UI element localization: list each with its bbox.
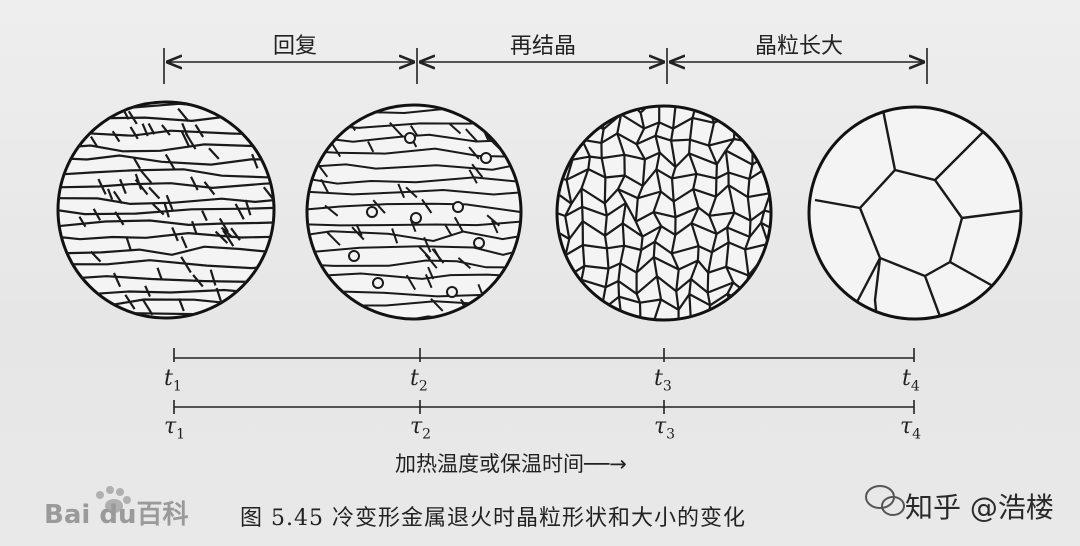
grain-circle-deformed: [56, 100, 276, 320]
t-tick-4: t4: [902, 366, 920, 395]
tau-tick-1: τ1: [164, 414, 186, 443]
tau-tick-4: τ4: [900, 414, 922, 443]
time-axis-t: [173, 348, 915, 362]
wechat-logo-icon: [865, 485, 905, 516]
paw-logo-icon: [96, 486, 131, 513]
t-tick-1: t1: [164, 366, 182, 395]
grain-circle-recovery: [305, 103, 523, 321]
stage-label-recovery: 回复: [272, 34, 317, 59]
zhihu-watermark: 知乎 @浩楼: [905, 491, 1054, 524]
stage-label-recrystallization: 再结晶: [509, 34, 576, 59]
baidu-watermark: Bai du百科: [44, 500, 189, 530]
tau-tick-2: τ2: [410, 414, 432, 443]
stage-brackets: [163, 48, 928, 84]
time-axis-tau: [173, 400, 915, 414]
grain-circle-grown: [807, 105, 1023, 321]
grain-circle-recrystallized: [555, 104, 773, 322]
stage-label-grain-growth: 晶粒长大: [754, 34, 843, 59]
t-tick-2: t2: [410, 366, 428, 395]
figure-caption: 图 5.45 冷变形金属退火时晶粒形状和大小的变化: [240, 506, 746, 531]
axis-caption: 加热温度或保温时间──→: [395, 452, 627, 476]
tau-tick-3: τ3: [654, 414, 676, 443]
t-tick-3: t3: [654, 366, 672, 395]
